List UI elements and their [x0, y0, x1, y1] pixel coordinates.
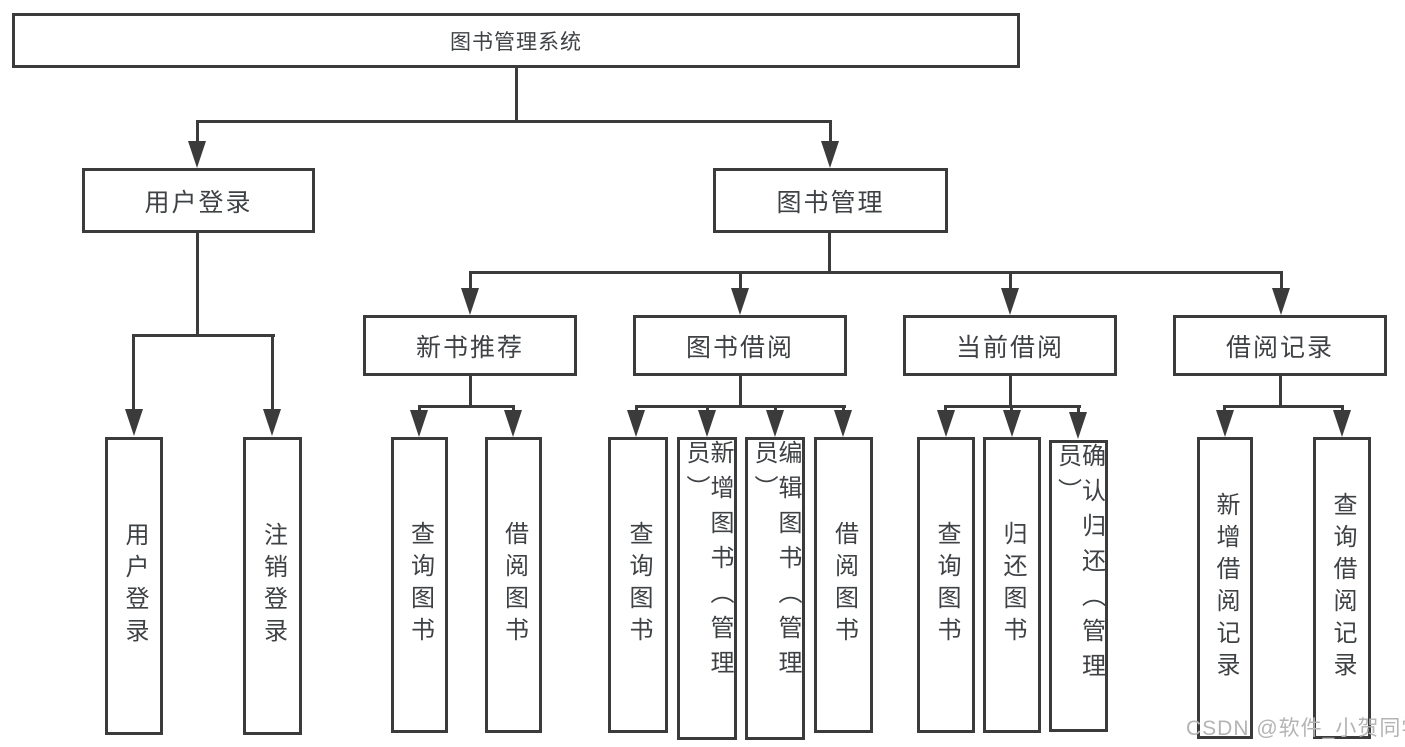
connector-line: [635, 405, 846, 408]
leaf-query-books-borrow: 查询图书: [608, 437, 668, 733]
leaf-borrow-books: 借阅图书: [814, 437, 873, 733]
arrow-down-icon: [1003, 410, 1021, 437]
connector-line: [196, 120, 199, 146]
arrow-down-icon: [1216, 410, 1234, 437]
leaf-label: 查询图书: [406, 521, 434, 649]
leaf-query-books-recommend: 查询图书: [391, 437, 448, 733]
connector-line: [739, 271, 742, 293]
node-label: 图书管理系统: [450, 30, 582, 54]
arrow-down-icon: [821, 141, 839, 168]
node-current-borrow: 当前借阅: [903, 315, 1117, 376]
connector-line: [196, 233, 199, 337]
leaf-confirm-return-admin: 确认归还（管理员）: [1049, 440, 1108, 732]
leaf-query-borrow-record: 查询借阅记录: [1313, 437, 1371, 739]
node-new-book-recommend: 新书推荐: [363, 315, 577, 376]
connector-line: [196, 120, 832, 123]
leaf-logout: 注销登录: [243, 437, 302, 735]
leaf-label: 归还图书: [999, 521, 1026, 649]
arrow-down-icon: [627, 410, 645, 437]
csdn-watermark: CSDN @软件_小贺同学: [1186, 717, 1405, 740]
leaf-query-books-current: 查询图书: [917, 437, 975, 733]
connector-line: [271, 334, 274, 412]
leaf-borrow-books-recommend: 借阅图书: [485, 437, 542, 733]
node-borrow-records: 借阅记录: [1173, 315, 1387, 376]
arrow-down-icon: [125, 409, 143, 436]
connector-line: [1279, 375, 1282, 408]
node-label: 新书推荐: [415, 333, 524, 362]
node-user-login: 用户登录: [82, 168, 315, 233]
arrow-down-icon: [937, 410, 955, 437]
leaf-label: 借阅图书: [500, 521, 528, 649]
node-label: 用户登录: [144, 188, 253, 217]
arrow-down-icon: [698, 410, 716, 437]
connector-line: [418, 405, 515, 408]
node-label: 图书管理: [776, 188, 885, 217]
leaf-label: 新增借阅记录: [1212, 492, 1239, 684]
arrow-down-icon: [834, 410, 852, 437]
leaf-label: 查询借阅记录: [1329, 492, 1356, 684]
node-library-system: 图书管理系统: [12, 13, 1020, 68]
connector-line: [469, 271, 1283, 274]
arrow-down-icon: [263, 409, 281, 436]
node-label: 借阅记录: [1225, 333, 1334, 362]
leaf-add-books-admin: 新增图书（管理员）: [677, 437, 737, 740]
arrow-down-icon: [1001, 288, 1019, 315]
arrow-down-icon: [1069, 412, 1087, 439]
connector-line: [132, 334, 135, 412]
connector-line: [515, 68, 518, 123]
leaf-edit-books-admin: 编辑图书（管理员）: [745, 437, 805, 740]
connector-line: [739, 375, 742, 408]
node-book-management: 图书管理: [713, 168, 948, 233]
connector-line: [1280, 271, 1283, 293]
connector-line: [1223, 405, 1344, 408]
leaf-add-borrow-record: 新增借阅记录: [1197, 437, 1253, 739]
connector-line: [1077, 405, 1080, 415]
arrow-down-icon: [766, 410, 784, 437]
arrow-down-icon: [188, 141, 206, 168]
node-label: 图书借阅: [685, 333, 794, 362]
leaf-user-login: 用户登录: [105, 437, 163, 735]
leaf-label: 查询图书: [933, 521, 960, 649]
leaf-label: 查询图书: [625, 521, 652, 649]
arrow-down-icon: [504, 410, 522, 437]
arrow-down-icon: [410, 410, 428, 437]
connector-line: [829, 120, 832, 146]
leaf-label: 注销登录: [259, 522, 287, 650]
leaf-label: 确认归还（管理员）: [1053, 443, 1105, 688]
connector-line: [469, 271, 472, 293]
leaf-label: 用户登录: [121, 522, 148, 650]
arrow-down-icon: [1333, 410, 1351, 437]
arrow-down-icon: [461, 288, 479, 315]
leaf-label: 新增图书（管理员）: [682, 440, 733, 685]
arrow-down-icon: [1272, 288, 1290, 315]
leaf-return-books: 归还图书: [983, 437, 1041, 733]
connector-line: [469, 375, 472, 408]
arrow-down-icon: [731, 288, 749, 315]
node-label: 当前借阅: [955, 333, 1064, 362]
connector-line: [828, 233, 831, 274]
leaf-label: 编辑图书（管理员）: [750, 440, 801, 685]
connector-line: [1009, 271, 1012, 293]
node-book-borrow: 图书借阅: [633, 315, 847, 376]
connector-line: [1009, 375, 1012, 408]
leaf-label: 借阅图书: [830, 521, 858, 649]
connector-line: [132, 334, 275, 337]
